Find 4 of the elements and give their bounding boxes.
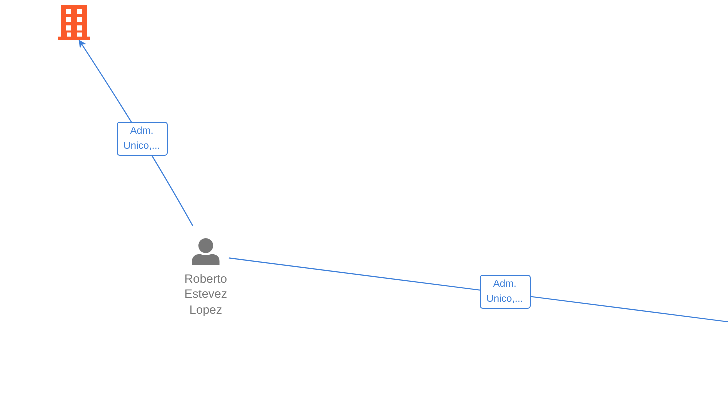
connector-line [228,258,728,323]
edge-label: Adm. Unico,... [116,122,168,156]
edge-label: Adm. Unico,... [480,275,530,309]
person-name: Roberto Estevez Lopez [184,272,228,318]
